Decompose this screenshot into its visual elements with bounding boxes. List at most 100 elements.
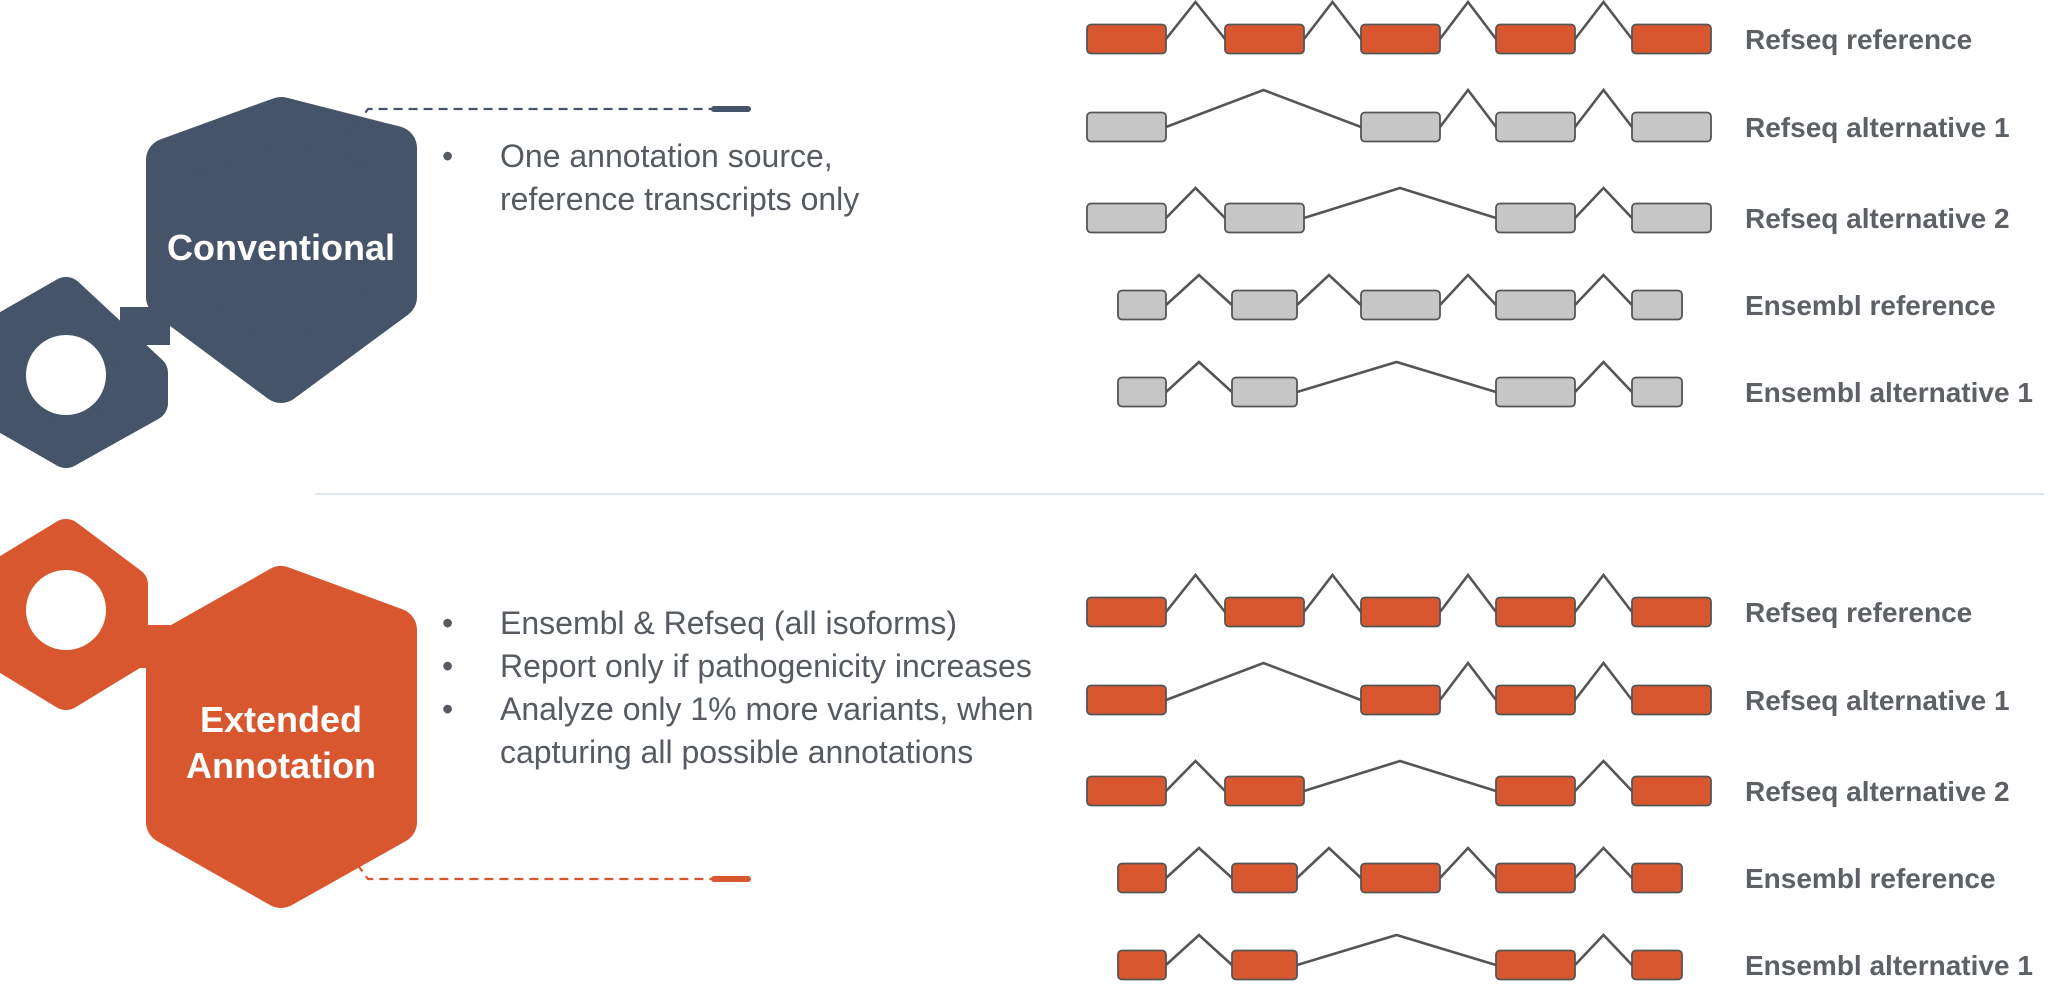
exon-block [1224, 23, 1305, 55]
conventional-bullet-item: One annotation source, reference transcr… [442, 135, 922, 221]
extended-bullet-list: Ensembl & Refseq (all isoforms) Report o… [442, 602, 1042, 774]
extended-track: Ensembl reference [1117, 846, 1996, 894]
exon-block [1086, 684, 1167, 716]
extended-track: Ensembl alternative 1 [1117, 933, 2033, 981]
intron-line [1574, 933, 1633, 966]
extended-badge-bridge [120, 625, 170, 668]
intron-line [1165, 273, 1233, 306]
intron-line [1296, 360, 1497, 394]
exon-block [1495, 775, 1576, 807]
exon-block [1495, 202, 1576, 234]
exon-block [1117, 949, 1167, 981]
intron-line [1165, 933, 1233, 966]
track-label: Ensembl reference [1745, 290, 1996, 321]
conventional-connector [347, 107, 714, 138]
exon-block [1360, 684, 1441, 716]
exon-block [1631, 596, 1712, 628]
track-label: Ensembl reference [1745, 863, 1996, 894]
exon-block [1631, 289, 1683, 321]
extended-badge: Extended Annotation [0, 519, 417, 908]
intron-line [1165, 360, 1233, 393]
exon-block [1631, 862, 1683, 894]
track-label: Refseq alternative 2 [1745, 203, 2010, 234]
conventional-track: Ensembl alternative 1 [1117, 360, 2033, 408]
intron-line [1165, 846, 1233, 879]
conventional-track: Refseq reference [1086, 0, 1972, 55]
intron-line [1574, 759, 1633, 792]
intron-line [1302, 0, 1363, 40]
exon-block [1631, 376, 1683, 408]
track-label: Refseq alternative 1 [1745, 112, 2010, 143]
intron-line [1439, 273, 1497, 306]
intron-line [1164, 572, 1227, 613]
exon-block [1117, 289, 1167, 321]
exon-block [1117, 862, 1167, 894]
intron-line [1296, 273, 1362, 306]
conventional-title: Conventional [167, 227, 395, 268]
intron-line [1164, 0, 1227, 40]
exon-block [1631, 684, 1712, 716]
conventional-track: Refseq alternative 1 [1086, 87, 2010, 143]
track-label: Ensembl alternative 1 [1745, 950, 2033, 981]
exon-block [1117, 376, 1167, 408]
track-label: Refseq reference [1745, 597, 1972, 628]
track-label: Refseq reference [1745, 24, 1972, 55]
exon-block [1231, 289, 1298, 321]
exon-block [1231, 376, 1298, 408]
extended-track: Refseq alternative 1 [1086, 660, 2010, 716]
exon-block [1495, 111, 1576, 143]
intron-line [1574, 186, 1633, 219]
extended-bullet-item: Report only if pathogenicity increases [442, 645, 1042, 688]
exon-block [1495, 596, 1576, 628]
conventional-badge-hole [26, 335, 106, 415]
exon-block [1631, 202, 1712, 234]
track-label: Ensembl alternative 1 [1745, 377, 2033, 408]
extended-bullet-item: Ensembl & Refseq (all isoforms) [442, 602, 1042, 645]
exon-block [1086, 23, 1167, 55]
extended-track: Refseq alternative 2 [1086, 759, 2010, 807]
conventional-badge-hex [146, 97, 417, 403]
intron-line [1573, 0, 1634, 40]
intron-line [1438, 87, 1498, 128]
exon-block [1495, 862, 1576, 894]
exon-block [1231, 949, 1298, 981]
track-label: Refseq alternative 2 [1745, 776, 2010, 807]
exon-block [1224, 775, 1305, 807]
intron-line [1438, 660, 1498, 701]
exon-block [1360, 23, 1441, 55]
exon-block [1231, 862, 1298, 894]
extended-title-line1: Extended [200, 699, 362, 740]
intron-line [1573, 660, 1634, 701]
intron-line [1574, 360, 1633, 393]
exon-block [1631, 111, 1712, 143]
exon-block [1495, 289, 1576, 321]
exon-block [1495, 949, 1576, 981]
intron-line [1303, 759, 1497, 793]
intron-line [1165, 186, 1226, 219]
extended-track: Refseq reference [1086, 572, 1972, 628]
exon-block [1360, 111, 1441, 143]
conventional-badge-bridge [120, 307, 170, 345]
exon-block [1086, 111, 1167, 143]
conventional-bullet-list: One annotation source, reference transcr… [442, 135, 922, 221]
exon-block [1495, 684, 1576, 716]
extended-connector [347, 851, 714, 881]
exon-block [1360, 862, 1441, 894]
intron-line [1438, 0, 1498, 40]
intron-line [1573, 87, 1634, 128]
intron-line [1574, 273, 1633, 306]
track-label: Refseq alternative 1 [1745, 685, 2010, 716]
intron-line [1303, 186, 1497, 220]
exon-block [1360, 596, 1441, 628]
intron-line [1439, 846, 1497, 879]
intron-line [1165, 759, 1226, 792]
exon-block [1224, 596, 1305, 628]
exon-block [1631, 23, 1712, 55]
intron-line [1438, 572, 1498, 613]
conventional-track: Refseq alternative 2 [1086, 186, 2010, 234]
exon-block [1360, 289, 1441, 321]
conventional-badge: Conventional [0, 97, 417, 468]
